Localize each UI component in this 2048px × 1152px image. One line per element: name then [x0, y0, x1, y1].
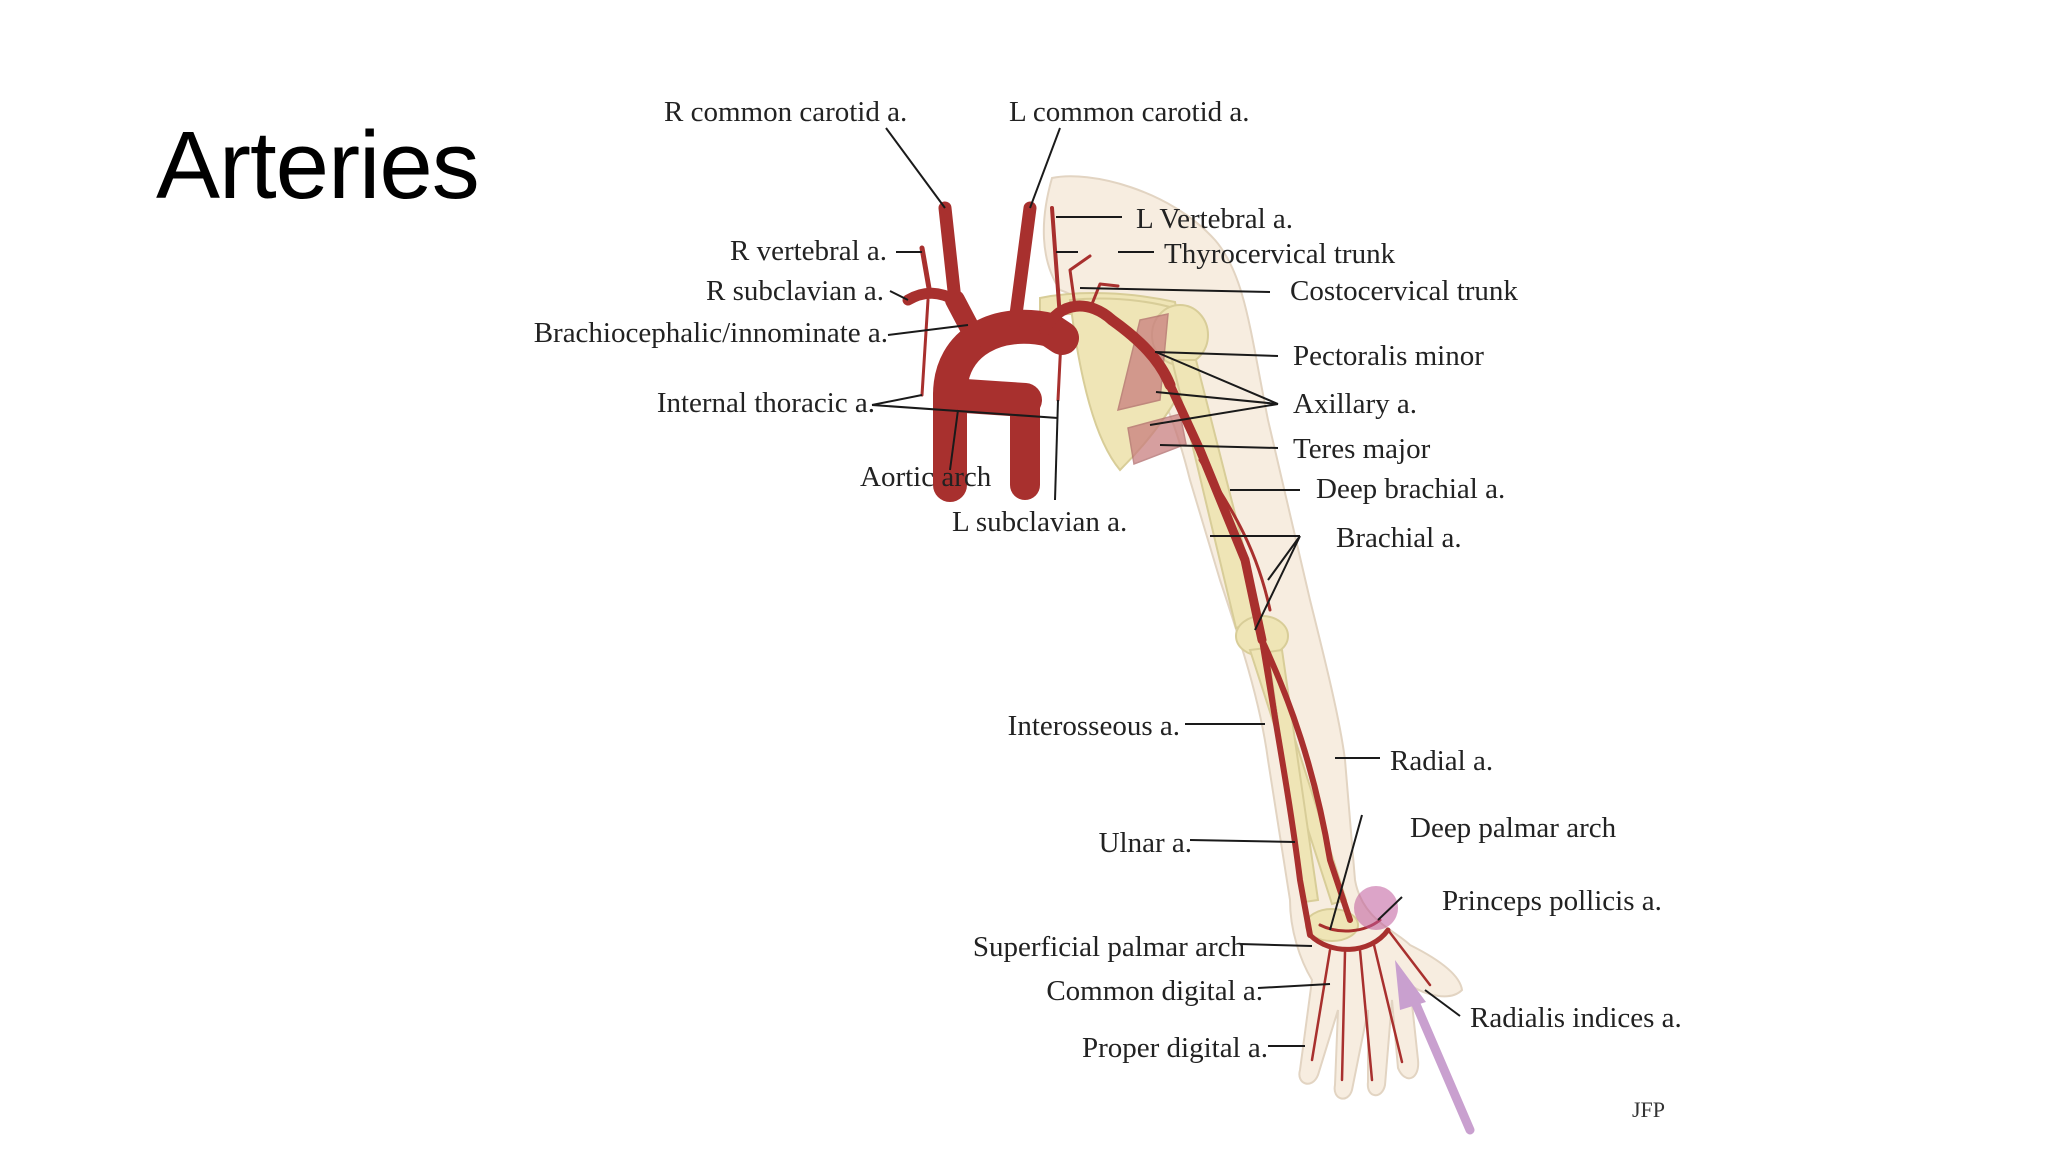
- label-pectoralis-minor: Pectoralis minor: [1293, 340, 1484, 372]
- arteries: [902, 201, 1432, 1082]
- label-l-vertebral: L Vertebral a.: [1136, 203, 1293, 235]
- axillary-brachial: [1165, 380, 1267, 645]
- label-axillary: Axillary a.: [1293, 388, 1417, 420]
- signature: JFP: [1632, 1097, 1665, 1122]
- label-radialis-indices: Radialis indices a.: [1470, 1002, 1682, 1034]
- label-teres-major: Teres major: [1293, 433, 1431, 465]
- pointer-arrow: [1395, 960, 1475, 1135]
- label-r-common-carotid: R common carotid a.: [664, 96, 907, 128]
- slide-title: Arteries: [156, 112, 480, 219]
- label-brachiocephalic: Brachiocephalic/innominate a.: [534, 317, 888, 349]
- l-subclavian: [1039, 300, 1176, 391]
- muscles: [1116, 313, 1187, 466]
- label-r-subclavian: R subclavian a.: [706, 275, 884, 307]
- leader-lines: [871, 127, 1461, 1047]
- brachiocephalic-artery: [945, 290, 985, 348]
- label-common-digital: Common digital a.: [1046, 975, 1263, 1007]
- label-brachial: Brachial a.: [1336, 522, 1462, 554]
- superficial-palmar-arch: [1307, 927, 1391, 952]
- label-aortic-arch: Aortic arch: [860, 461, 992, 493]
- labels: R common carotid a. L common carotid a. …: [534, 96, 1682, 1122]
- label-internal-thoracic: Internal thoracic a.: [657, 387, 875, 419]
- label-deep-palmar-arch: Deep palmar arch: [1410, 812, 1617, 844]
- label-thyrocervical: Thyrocervical trunk: [1164, 238, 1396, 270]
- label-l-common-carotid: L common carotid a.: [1009, 96, 1250, 128]
- label-superficial-palmar-arch: Superficial palmar arch: [973, 931, 1246, 963]
- r-common-carotid: [938, 201, 962, 307]
- label-proper-digital: Proper digital a.: [1082, 1032, 1268, 1064]
- radial-artery: [1259, 637, 1353, 923]
- label-radial: Radial a.: [1390, 745, 1493, 777]
- label-r-vertebral: R vertebral a.: [730, 235, 887, 267]
- label-ulnar: Ulnar a.: [1099, 827, 1192, 859]
- label-deep-brachial: Deep brachial a.: [1316, 473, 1505, 505]
- label-costocervical: Costocervical trunk: [1290, 275, 1518, 307]
- label-princeps-pollicis: Princeps pollicis a.: [1442, 885, 1662, 917]
- pulse-point-marker: [1354, 886, 1398, 930]
- label-interosseous: Interosseous a.: [1008, 710, 1180, 742]
- l-common-carotid: [1008, 201, 1037, 329]
- label-l-subclavian: L subclavian a.: [952, 506, 1127, 538]
